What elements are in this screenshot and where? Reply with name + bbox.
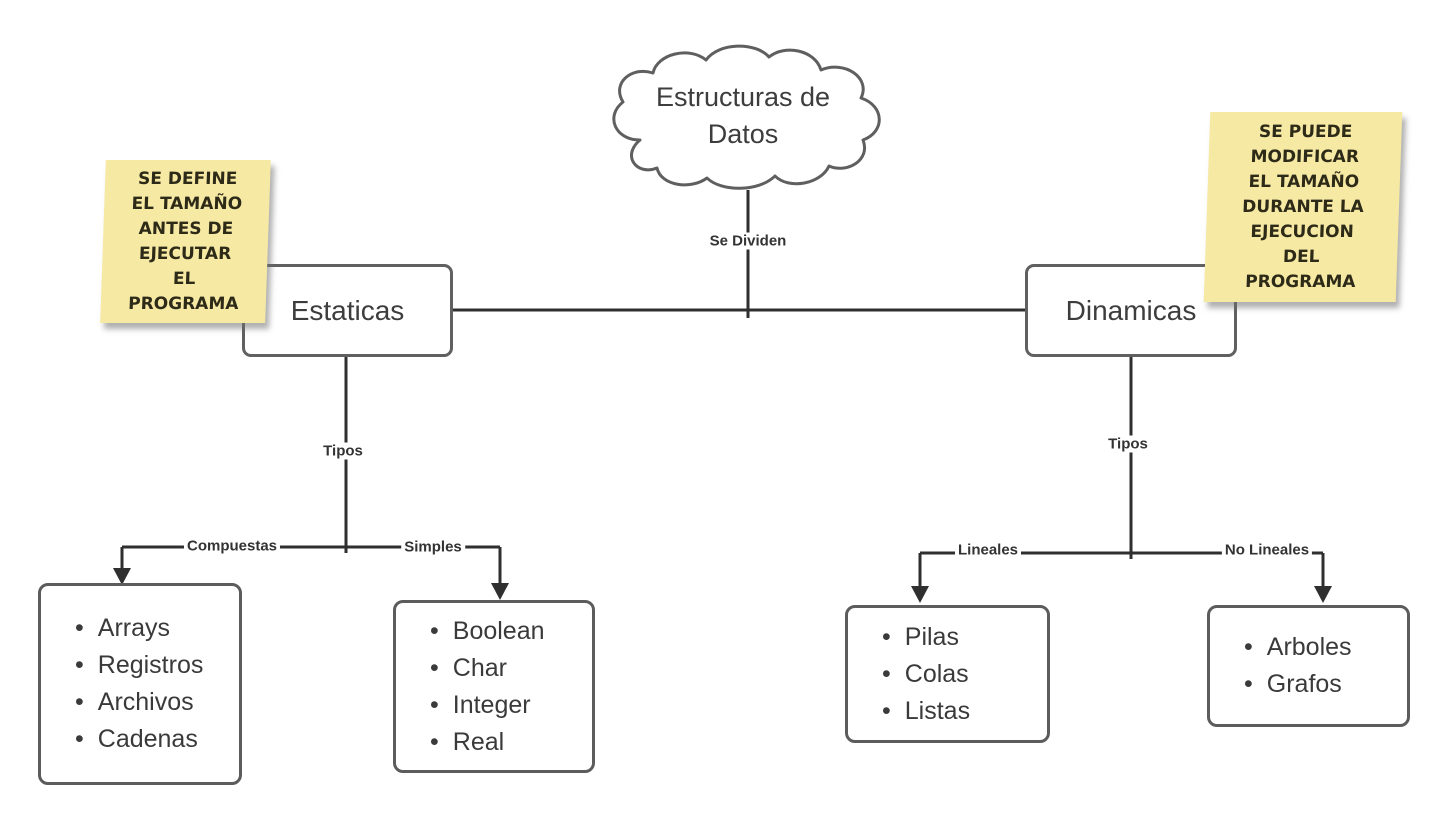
list-item: Pilas: [882, 619, 970, 656]
sticky-note-estaticas[interactable]: SE DEFINE EL TAMAÑO ANTES DE EJECUTAR EL…: [100, 160, 271, 323]
box-no-lineales[interactable]: Arboles Grafos: [1207, 605, 1410, 727]
list-item: Arrays: [75, 610, 203, 647]
list-item: Registros: [75, 647, 204, 684]
list-item: Colas: [882, 656, 970, 693]
arrowhead-compuestas: [113, 568, 131, 585]
box-simples[interactable]: Boolean Char Integer Real: [393, 600, 595, 773]
cloud-title: Estructuras de Datos: [655, 82, 831, 149]
list-item: Char: [430, 650, 545, 687]
list-item: Archivos: [75, 684, 203, 721]
edge-label-tipos-left: Tipos: [320, 442, 366, 460]
list-item: Cadenas: [75, 721, 203, 758]
node-estaticas-label: Estaticas: [290, 294, 405, 326]
node-dinamicas[interactable]: Dinamicas: [1025, 264, 1237, 357]
cloud-shape: [612, 44, 881, 190]
list-lineales: Pilas Colas Listas: [848, 619, 970, 730]
edge-label-simples: Simples: [401, 538, 465, 556]
edge-label-lineales: Lineales: [954, 541, 1022, 559]
list-compuestas: Arrays Registros Archivos Cadenas: [41, 610, 204, 758]
sticky-note-dinamicas[interactable]: SE PUEDE MODIFICAR EL TAMAÑO DURANTE LA …: [1203, 112, 1403, 302]
sticky-note-dinamicas-text: SE PUEDE MODIFICAR EL TAMAÑO DURANTE LA …: [1241, 121, 1365, 292]
list-item: Arboles: [1244, 629, 1352, 666]
sticky-note-estaticas-text: SE DEFINE EL TAMAÑO ANTES DE EJECUTAR EL…: [127, 168, 243, 314]
cloud-estructuras-de-datos[interactable]: Estructuras de Datos: [593, 40, 893, 192]
box-lineales[interactable]: Pilas Colas Listas: [845, 605, 1050, 743]
arrowhead-simples: [491, 583, 509, 600]
edge-label-se-dividen: Se Dividen: [706, 232, 790, 250]
arrowhead-lineales: [911, 586, 929, 603]
list-simples: Boolean Char Integer Real: [396, 613, 545, 761]
edge-label-tipos-right: Tipos: [1105, 435, 1151, 453]
edge-label-compuestas: Compuestas: [183, 537, 281, 555]
list-no-lineales: Arboles Grafos: [1210, 629, 1352, 703]
box-compuestas[interactable]: Arrays Registros Archivos Cadenas: [38, 583, 242, 785]
list-item: Real: [430, 724, 545, 761]
list-item: Listas: [882, 693, 970, 730]
edge-label-no-lineales: No Lineales: [1221, 541, 1313, 559]
list-item: Integer: [430, 687, 545, 724]
list-item: Grafos: [1244, 666, 1352, 703]
arrowhead-no-lineales: [1314, 586, 1332, 603]
node-dinamicas-label: Dinamicas: [1065, 294, 1197, 326]
node-estaticas[interactable]: Estaticas: [242, 264, 453, 357]
list-item: Boolean: [430, 613, 545, 650]
